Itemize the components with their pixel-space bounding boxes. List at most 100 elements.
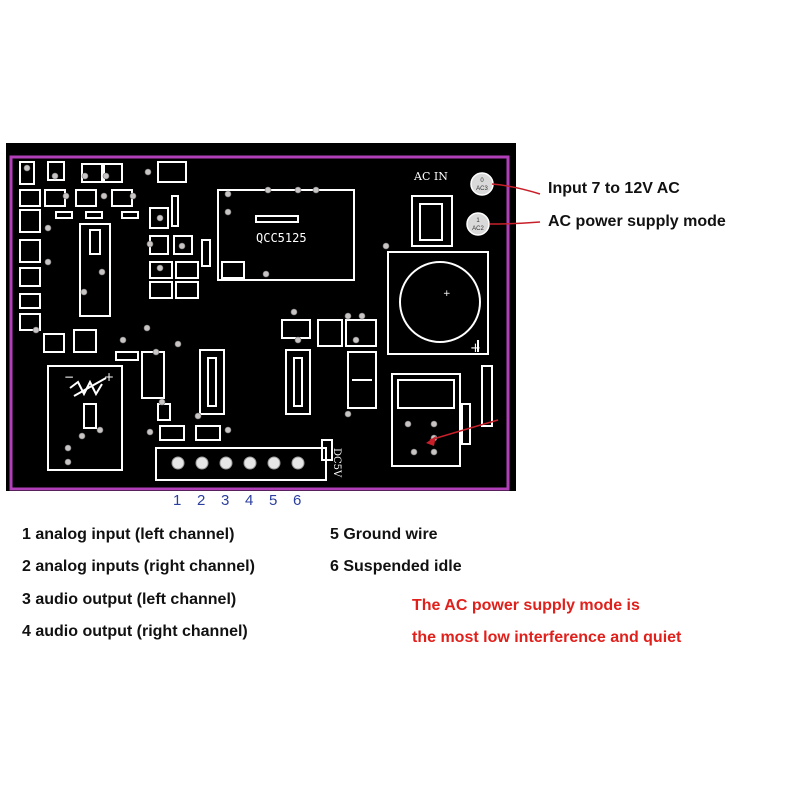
connector-pin (195, 456, 209, 470)
legend-item-4: 4 audio output (right channel) (22, 623, 248, 640)
pad (194, 412, 202, 420)
legend-item-2: 2 analog inputs (right channel) (22, 558, 255, 575)
legend-item-5: 5 Ground wire (330, 526, 438, 543)
component-outline (317, 319, 343, 347)
pin-number-2: 2 (197, 492, 206, 509)
arrowhead (426, 436, 436, 446)
pad (410, 448, 418, 456)
ac-socket (411, 195, 453, 247)
ac-socket-inner (419, 203, 443, 241)
pad (64, 458, 72, 466)
component-outline (175, 281, 199, 299)
component-outline (173, 235, 193, 255)
component-outline (345, 319, 377, 347)
pad (290, 308, 298, 316)
chip-mark (255, 215, 299, 223)
pin-number-6: 6 (293, 492, 302, 509)
component-outline (85, 211, 103, 219)
pad (146, 240, 154, 248)
pad (144, 168, 152, 176)
pad (44, 224, 52, 232)
pad (62, 192, 70, 200)
pad (152, 348, 160, 356)
pin-number-4: 4 (245, 492, 254, 509)
callout-ac-mode: AC power supply mode (548, 213, 726, 230)
pin-number-5: 5 (269, 492, 278, 509)
pad (64, 444, 72, 452)
pad (264, 186, 272, 194)
pad (262, 270, 270, 278)
pad (294, 186, 302, 194)
component-outline (199, 349, 225, 415)
pad (430, 420, 438, 428)
pad (78, 432, 86, 440)
pad (382, 242, 390, 250)
ac-terminal-1 (466, 212, 490, 236)
component-outline (19, 161, 35, 185)
pad (224, 426, 232, 434)
chip-label: QCC5125 (256, 231, 307, 245)
pad (404, 420, 412, 428)
connector-housing (155, 447, 327, 481)
ac-terminal-1-top: 1 (476, 218, 480, 224)
capacitor-circle (399, 261, 481, 343)
ntc-minus: − (64, 370, 74, 384)
component-outline (43, 333, 65, 353)
component-outline (47, 161, 65, 181)
pad (23, 164, 31, 172)
pad (98, 268, 106, 276)
connector-label: DC5V (331, 448, 342, 478)
callout-input-voltage: Input 7 to 12V AC (548, 180, 680, 197)
ntc-plus: + (104, 370, 114, 384)
component-outline (121, 211, 139, 219)
component-outline (481, 365, 493, 427)
component-outline (321, 439, 333, 461)
legend-item-1: 1 analog input (left channel) (22, 526, 235, 543)
component-outline (19, 267, 41, 287)
legend-item-3: 3 audio output (left channel) (22, 591, 237, 608)
ac-terminal-0-top: 0 (480, 178, 484, 184)
arrow-regulator (429, 419, 499, 441)
component-outline (19, 313, 41, 331)
connector-pin (291, 456, 305, 470)
pad (178, 242, 186, 250)
cap-center-plus: + (443, 289, 451, 299)
ntc-arrow (73, 377, 107, 397)
pad (80, 288, 88, 296)
connector-pin (171, 456, 185, 470)
pad (119, 336, 127, 344)
component-outline (19, 293, 41, 309)
pad (158, 398, 166, 406)
pad (430, 448, 438, 456)
component-outline (19, 189, 41, 207)
connector-pin (243, 456, 257, 470)
component-outline (81, 163, 103, 183)
ac-terminal-1-bottom: AC2 (472, 226, 484, 232)
pad (352, 336, 360, 344)
regulator-box (391, 373, 461, 467)
pad (156, 214, 164, 222)
component-outline (293, 357, 303, 407)
pad (174, 340, 182, 348)
capacitor-box (387, 251, 489, 355)
silkscreen (19, 161, 493, 481)
callout-arrows (429, 183, 541, 441)
pad (102, 172, 110, 180)
component-outline (195, 425, 221, 441)
ntc-inner (83, 403, 97, 429)
pad (100, 192, 108, 200)
pad (156, 264, 164, 272)
ac-in-label: AC IN (413, 170, 448, 183)
component-outline (75, 189, 97, 207)
connector-pin (219, 456, 233, 470)
pad (143, 324, 151, 332)
note-line-2: the most low interference and quiet (412, 629, 682, 646)
pad (344, 410, 352, 418)
component-outline (285, 349, 311, 415)
arrow-mode (489, 221, 541, 225)
cap-plus: + (470, 341, 481, 356)
component-outline (149, 281, 173, 299)
component-outline (157, 161, 187, 183)
component-outline (175, 261, 199, 279)
